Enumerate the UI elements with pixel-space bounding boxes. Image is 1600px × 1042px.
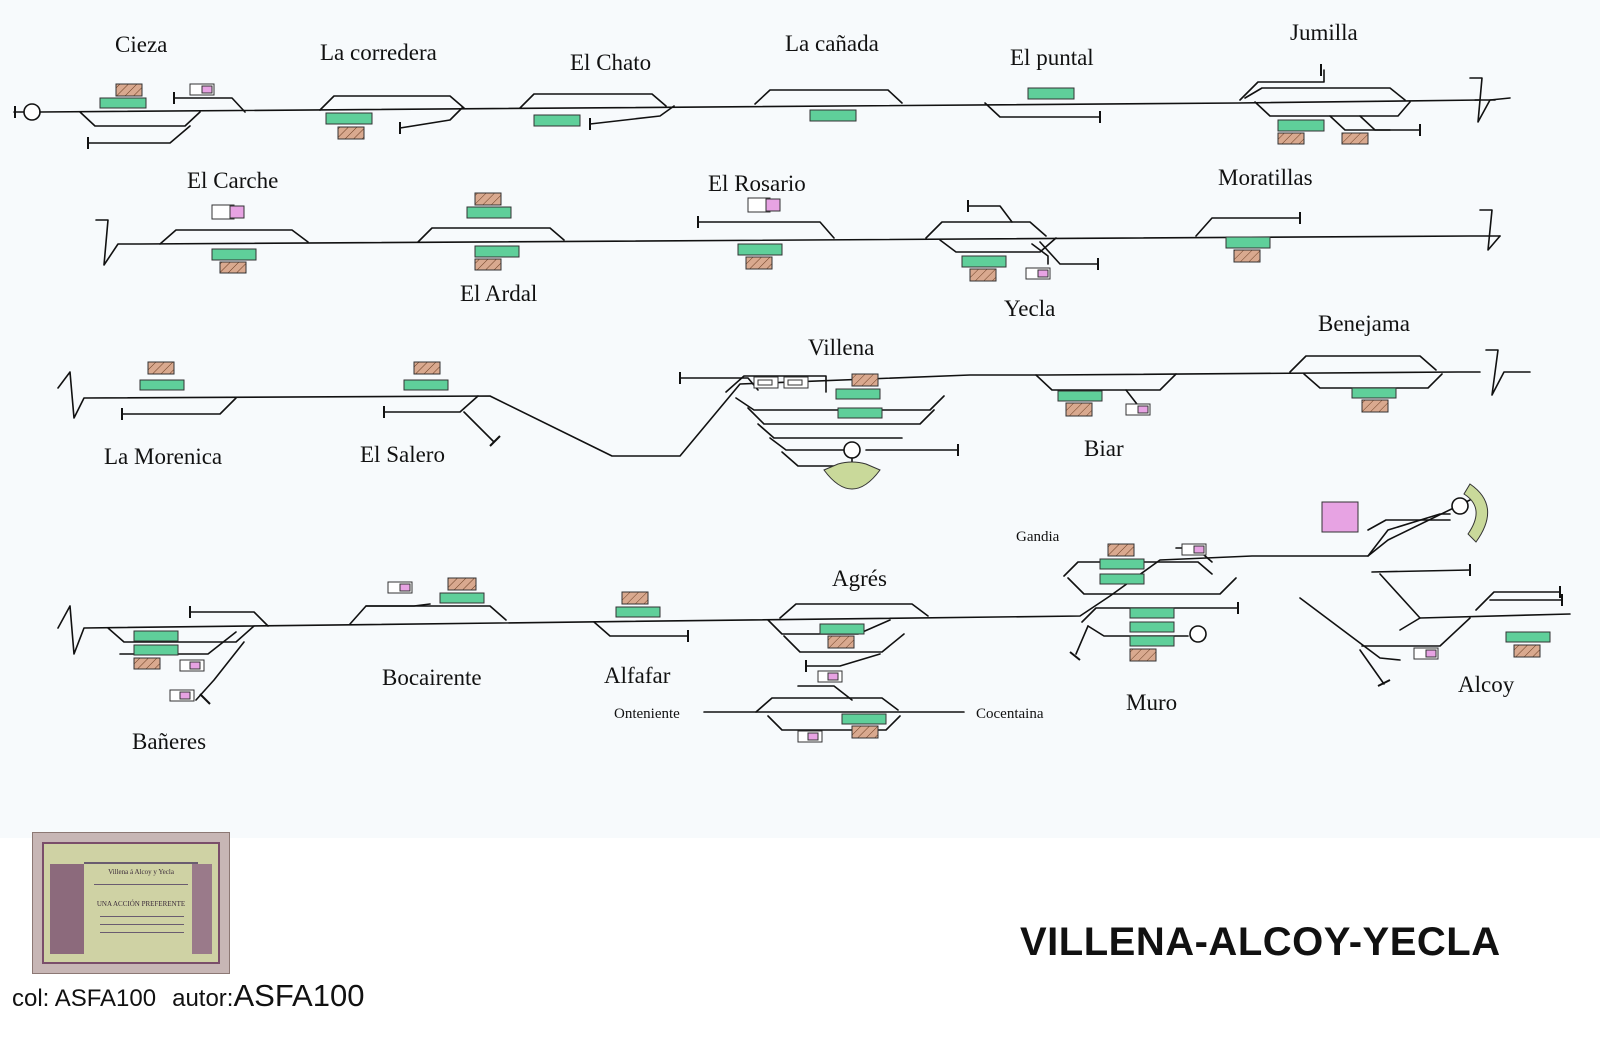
station-label-el-salero: El Salero [360, 442, 445, 467]
credit-line: col: ASFA100 autor:ASFA100 [12, 978, 364, 1014]
station-label-biar: Biar [1084, 436, 1124, 461]
station-label-bocairente: Bocairente [382, 665, 482, 690]
credit-autor-label: autor: [172, 985, 234, 1012]
credit-col: col: ASFA100 [12, 985, 157, 1012]
station-label-moratillas: Moratillas [1218, 165, 1313, 190]
station-label-benejama: Benejama [1318, 311, 1410, 336]
share-illustration [50, 864, 84, 954]
credit-autor-value: ASFA100 [233, 978, 365, 1013]
share-action-text: UNA ACCIÓN PREFERENTE [96, 900, 186, 908]
station-label-alfafar: Alfafar [604, 663, 671, 688]
row-4-buildings [133, 483, 1551, 743]
row-2-buildings [211, 192, 1271, 282]
row-4-labels: Bañeres Bocairente Alfafar Agrés Muro Al… [132, 529, 1515, 754]
row-3-tracks [57, 349, 1531, 471]
station-label-el-ardal: El Ardal [460, 281, 537, 306]
station-label-el-chato: El Chato [570, 50, 651, 75]
share-certificate-frame: Villena á Alcoy y Yecla UNA ACCIÓN PREFE… [42, 842, 220, 964]
alcoy-depot-building [1321, 501, 1359, 533]
station-label-la-canada: La cañada [785, 31, 879, 56]
roundhouse [1463, 483, 1489, 543]
turntable-icon [23, 103, 41, 121]
row-1-buildings [99, 83, 1369, 145]
row-3-labels: La Morenica El Salero Villena Biar Benej… [104, 311, 1410, 469]
line-label-cocentaina: Cocentaina [976, 706, 1044, 722]
row-3-buildings [139, 361, 1397, 490]
row-2-labels: El Carche El Ardal El Rosario Yecla Mora… [187, 165, 1313, 321]
turntable-icon [843, 441, 861, 459]
station-label-agres: Agrés [832, 566, 887, 591]
row-2-tracks [95, 200, 1501, 270]
station-label-la-corredera: La corredera [320, 40, 437, 65]
row-1-labels: Cieza La corredera El Chato La cañada El… [115, 20, 1358, 75]
station-label-jumilla: Jumilla [1290, 20, 1358, 45]
share-company-text: Villena á Alcoy y Yecla [108, 868, 174, 876]
share-certificate-image: Villena á Alcoy y Yecla UNA ACCIÓN PREFE… [32, 832, 230, 974]
share-border-decoration [192, 864, 212, 954]
roundhouse [823, 461, 881, 490]
station-label-la-morenica: La Morenica [104, 444, 222, 469]
station-label-cieza: Cieza [115, 32, 167, 57]
station-label-el-rosario: El Rosario [708, 171, 806, 196]
station-label-yecla: Yecla [1004, 296, 1055, 321]
line-label-gandia: Gandia [1016, 529, 1060, 545]
station-label-alcoy: Alcoy [1458, 672, 1515, 697]
line-label-onteniente: Onteniente [614, 706, 680, 722]
station-label-el-puntal: El puntal [1010, 45, 1094, 70]
turntable-icon [1451, 497, 1469, 515]
turntable-icon [1189, 625, 1207, 643]
station-label-banyeres: Bañeres [132, 729, 206, 754]
station-label-muro: Muro [1126, 690, 1177, 715]
station-label-el-carche: El Carche [187, 168, 278, 193]
row-1-tracks [13, 64, 1511, 149]
page-title: VILLENA-ALCOY-YECLA [1020, 920, 1501, 964]
station-label-villena: Villena [808, 335, 874, 360]
